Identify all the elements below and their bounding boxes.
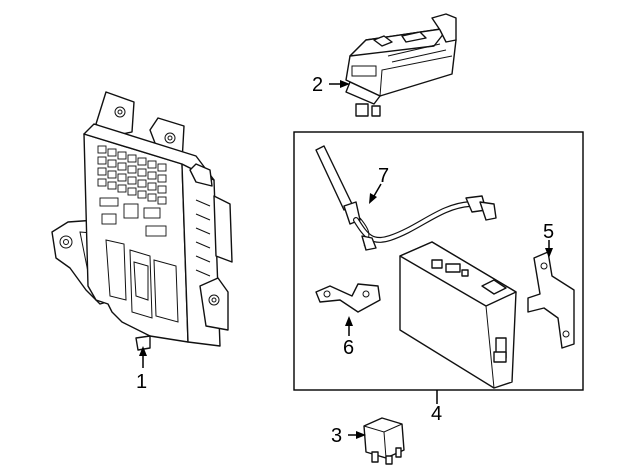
part-5-bracket [527, 251, 575, 349]
part-3-relay [363, 417, 405, 465]
callout-labels: 1 2 3 4 5 6 7 [136, 74, 554, 447]
part-1-junction-block [51, 91, 233, 351]
callout-4: 4 [431, 403, 442, 425]
callout-6: 6 [343, 337, 354, 359]
part-4-group-frame [293, 131, 584, 391]
part-4-control-unit [399, 241, 517, 389]
arrow-3 [356, 431, 366, 439]
arrow-7 [369, 193, 377, 204]
arrow-2 [340, 80, 350, 88]
callout-2: 2 [312, 74, 323, 96]
arrow-5 [545, 248, 553, 258]
part-6-bracket [315, 283, 381, 313]
callout-7: 7 [378, 165, 389, 187]
callout-3: 3 [331, 425, 342, 447]
arrow-6 [345, 316, 353, 326]
callout-5: 5 [543, 221, 554, 243]
leader-lines [139, 80, 553, 439]
callout-1: 1 [136, 371, 147, 393]
arrow-1 [139, 346, 147, 356]
part-2-module [345, 13, 457, 117]
part-7-antenna-cable [315, 145, 497, 251]
